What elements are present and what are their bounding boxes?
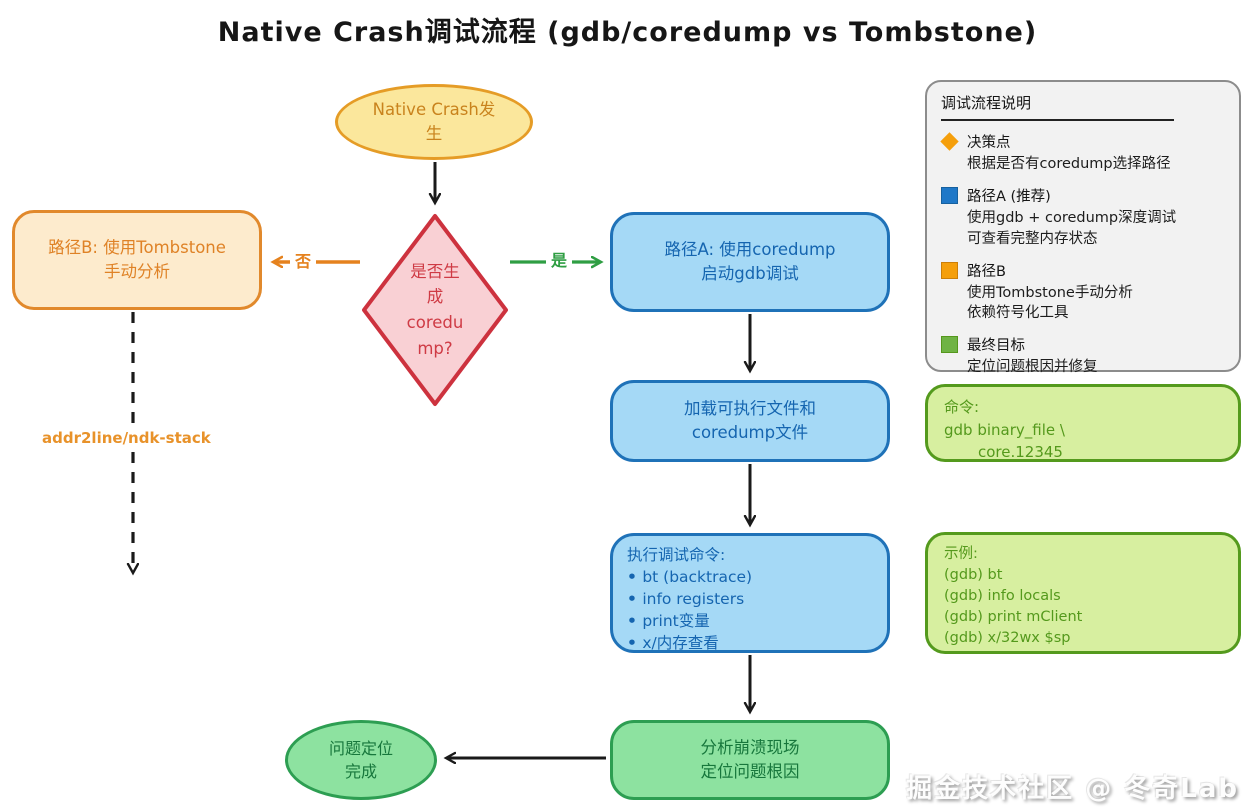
edge-label-yes: 是 — [546, 247, 573, 271]
command-line1: gdb binary_file \ — [944, 420, 1065, 439]
node-native-crash-start: Native Crash发 生 — [335, 84, 533, 160]
legend-item-path-b: 路径B 使用Tombstone手动分析 依赖符号化工具 — [941, 260, 1225, 324]
node-done: 问题定位 完成 — [285, 720, 437, 800]
exec-bullet-memory: x/内存查看 — [627, 632, 752, 654]
node-native-crash-line1: Native Crash发 — [372, 100, 496, 120]
done-line2: 完成 — [344, 762, 377, 781]
path-a-line1: 路径A: 使用coredump — [664, 240, 836, 260]
command-title: 命令: — [944, 398, 980, 416]
legend-item-decision-label: 决策点 — [967, 135, 1011, 151]
example-line3: (gdb) print mClient — [944, 609, 1083, 626]
decision-line4: mp? — [417, 338, 453, 358]
path-b-orange-square-icon — [941, 261, 958, 279]
decision-text: 是否生 成 coredu mp? — [360, 212, 510, 408]
watermark: 掘金技术社区 @ 冬奇Lab — [906, 774, 1239, 804]
legend-divider — [941, 119, 1174, 121]
node-analyze-crash: 分析崩溃现场 定位问题根因 — [610, 720, 890, 800]
exec-bullet-bt: bt (backtrace) — [627, 566, 752, 588]
node-path-a-coredump: 路径A: 使用coredump 启动gdb调试 — [610, 212, 890, 312]
legend-item-path-a: 路径A (推荐) 使用gdb + coredump深度调试 可查看完整内存状态 — [941, 185, 1225, 249]
legend-item-goal-label: 最终目标 — [967, 338, 1025, 355]
legend-item-goal: 最终目标 定位问题根因并修复 — [941, 334, 1225, 377]
exec-bullet-info-registers: info registers — [627, 588, 752, 610]
legend-item-decision-desc: 根据是否有coredump选择路径 — [967, 156, 1171, 172]
node-path-b-tombstone: 路径B: 使用Tombstone 手动分析 — [12, 210, 262, 310]
legend-item-path-b-desc2: 依赖符号化工具 — [967, 305, 1069, 322]
edge-label-no: 否 — [290, 248, 317, 272]
load-line2: coredump文件 — [691, 423, 809, 442]
node-load-files: 加载可执行文件和 coredump文件 — [610, 380, 890, 462]
command-code-box: 命令: gdb binary_file \ core.12345 — [925, 384, 1241, 462]
path-a-line2: 启动gdb调试 — [701, 264, 799, 283]
decision-diamond-shape — [362, 214, 508, 406]
path-a-blue-square-icon — [941, 187, 958, 205]
legend-item-path-a-desc2: 可查看完整内存状态 — [967, 230, 1098, 247]
node-exec-commands: 执行调试命令: bt (backtrace) info registers pr… — [610, 533, 890, 653]
exec-bullet-list: bt (backtrace) info registers print变量 x/… — [627, 566, 752, 654]
decision-line2: 成 — [426, 287, 444, 307]
legend-item-goal-desc: 定位问题根因并修复 — [967, 359, 1098, 376]
load-line1: 加载可执行文件和 — [684, 399, 816, 419]
path-b-line2: 手动分析 — [104, 262, 170, 281]
example-code-box: 示例: (gdb) bt (gdb) info locals (gdb) pri… — [925, 532, 1241, 654]
decision-line3: coredu — [406, 313, 464, 332]
example-title: 示例: — [944, 546, 978, 562]
example-line1: (gdb) bt — [944, 567, 1003, 584]
legend-item-path-b-desc1: 使用Tombstone手动分析 — [967, 284, 1133, 301]
legend-item-path-b-label: 路径B — [967, 263, 1006, 280]
command-line2: core.12345 — [978, 443, 1063, 461]
done-line1: 问题定位 — [328, 738, 393, 758]
decision-point-diamond-icon — [940, 132, 959, 151]
exec-title: 执行调试命令: — [627, 546, 726, 564]
example-line2: (gdb) info locals — [944, 588, 1061, 605]
legend-item-path-a-label: 路径A (推荐) — [967, 189, 1051, 206]
example-line4: (gdb) x/32wx $sp — [944, 630, 1071, 647]
page-title: Native Crash调试流程 (gdb/coredump vs Tombst… — [217, 17, 1038, 48]
legend-title: 调试流程说明 — [941, 94, 1032, 112]
path-b-line1: 路径B: 使用Tombstone — [48, 238, 226, 258]
edge-label-addr2line: addr2line/ndk-stack — [36, 427, 217, 449]
decision-line1: 是否生 — [410, 261, 460, 281]
legend-item-path-a-desc1: 使用gdb + coredump深度调试 — [967, 210, 1177, 227]
node-coredump-decision: 是否生 成 coredu mp? — [360, 212, 510, 408]
goal-green-square-icon — [941, 336, 958, 354]
node-native-crash-line2: 生 — [425, 124, 443, 143]
exec-bullet-print: print变量 — [627, 610, 752, 632]
analyze-line2: 定位问题根因 — [700, 762, 800, 781]
legend-panel: 调试流程说明 决策点 根据是否有coredump选择路径 路径A (推荐) 使用… — [925, 80, 1241, 375]
analyze-line1: 分析崩溃现场 — [700, 738, 800, 758]
legend-item-decision: 决策点 根据是否有coredump选择路径 — [940, 131, 1225, 174]
